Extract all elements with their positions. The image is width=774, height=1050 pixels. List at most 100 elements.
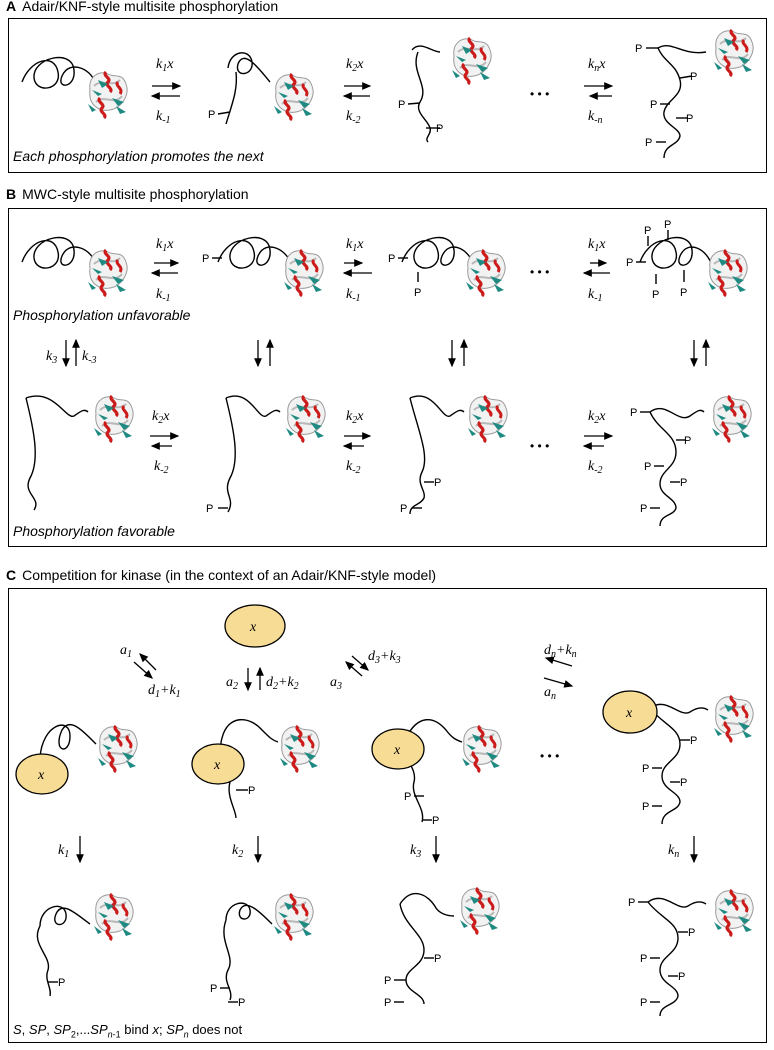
svg-text:P: P [684, 435, 691, 447]
svg-text:P: P [384, 975, 391, 987]
svg-text:dn+kn: dn+kn [544, 643, 577, 660]
panel-b-caption-bottom: Phosphorylation favorable [13, 523, 175, 539]
svg-text:P: P [645, 137, 652, 149]
panel-b-vertical-arrows [62, 338, 710, 368]
kinase-bound [15, 690, 658, 795]
panel-c-caption: S, SP, SP2,...SPn-1 bind x; SPn does not [13, 1022, 243, 1040]
svg-text:P: P [686, 113, 693, 125]
protein-icon [712, 694, 755, 744]
svg-text:P: P [208, 109, 215, 121]
panel-c-catalysis-arrows [76, 836, 698, 864]
protein-icon [92, 394, 135, 444]
ellipsis-a: • • • [530, 87, 549, 101]
svg-text:P: P [58, 977, 65, 989]
panel-a-arrows [150, 82, 614, 100]
protein-icon [460, 724, 503, 774]
svg-text:x: x [37, 768, 45, 783]
svg-text:• • •: • • • [530, 265, 549, 279]
svg-text:P: P [248, 785, 255, 797]
rate-k-3: k-3 [82, 349, 97, 366]
protein-icon [712, 28, 755, 78]
kinase-free [224, 604, 286, 648]
protein-icon [282, 248, 325, 298]
svg-text:P: P [680, 777, 687, 789]
panel-b-caption-top: Phosphorylation unfavorable [13, 307, 191, 323]
svg-text:d2+k2: d2+k2 [266, 675, 299, 692]
svg-text:k2x: k2x [346, 409, 364, 426]
svg-text:P: P [202, 253, 209, 265]
svg-text:k-2: k-2 [588, 459, 603, 476]
panel-c-binding-arrows [133, 653, 574, 692]
protein-icon [466, 394, 509, 444]
svg-text:• • •: • • • [540, 749, 559, 763]
svg-text:P: P [626, 257, 633, 269]
svg-text:P: P [640, 503, 647, 515]
protein-icon [458, 886, 501, 936]
svg-text:k1x: k1x [346, 237, 364, 254]
svg-text:k-2: k-2 [346, 459, 361, 476]
svg-text:k-1: k-1 [156, 287, 171, 304]
svg-text:P: P [680, 287, 687, 299]
svg-text:P: P [628, 897, 635, 909]
panel-b-bottom-states [25, 395, 705, 527]
protein-icon [272, 892, 315, 942]
svg-text:k2x: k2x [588, 409, 606, 426]
svg-text:P: P [642, 763, 649, 775]
protein-icon [706, 248, 749, 298]
protein-icon [710, 394, 753, 444]
svg-text:P: P [434, 953, 441, 965]
svg-text:k1: k1 [58, 843, 69, 860]
svg-text:k-1: k-1 [588, 287, 603, 304]
protein-icon [86, 248, 129, 298]
svg-text:x: x [625, 706, 633, 721]
panel-c-product-states [36, 892, 707, 1017]
svg-text:• • •: • • • [530, 439, 549, 453]
svg-text:P: P [680, 477, 687, 489]
svg-text:P: P [652, 289, 659, 301]
svg-text:P: P [644, 225, 651, 237]
svg-text:P: P [678, 971, 685, 983]
svg-text:x: x [393, 743, 401, 758]
svg-text:P: P [690, 71, 697, 83]
svg-text:d1+k1: d1+k1 [148, 683, 181, 700]
rate-forward-2: k2x [346, 57, 364, 74]
svg-text:P: P [664, 219, 671, 231]
phospho-labels-a: P P P P P P P P [208, 43, 697, 149]
svg-text:P: P [640, 953, 647, 965]
panel-b-frame [8, 208, 767, 547]
svg-text:P: P [414, 287, 421, 299]
panel-c-binding-labels: a1 d1+k1 a2 d2+k2 a3 d3+k3 dn+kn an [120, 643, 577, 702]
svg-text:P: P [642, 801, 649, 813]
svg-text:x: x [213, 758, 221, 773]
svg-text:x: x [249, 620, 257, 635]
svg-text:d3+k3: d3+k3 [368, 649, 401, 666]
rate-forward-1: k1x [156, 57, 174, 74]
protein-icon [450, 36, 493, 86]
svg-text:P: P [635, 43, 642, 55]
protein-icon [96, 724, 139, 774]
panel-a-states [21, 45, 707, 159]
svg-text:P: P [644, 461, 651, 473]
svg-text:k1x: k1x [156, 237, 174, 254]
svg-text:P: P [400, 503, 407, 515]
rate-k3: k3 [46, 349, 57, 366]
svg-text:a2: a2 [226, 675, 238, 692]
svg-text:P: P [436, 123, 443, 135]
svg-text:P: P [404, 791, 411, 803]
svg-text:P: P [434, 477, 441, 489]
panel-c-frame [8, 588, 767, 1043]
svg-text:P: P [210, 983, 217, 995]
protein-icon [284, 394, 327, 444]
svg-text:k-2: k-2 [154, 459, 169, 476]
svg-text:P: P [690, 735, 697, 747]
svg-text:P: P [640, 997, 647, 1009]
rate-reverse-1: k-1 [156, 109, 171, 126]
svg-text:k1x: k1x [588, 237, 606, 254]
svg-text:kn: kn [668, 843, 679, 860]
svg-text:k-1: k-1 [346, 287, 361, 304]
svg-text:P: P [384, 997, 391, 1009]
svg-text:a3: a3 [330, 675, 342, 692]
rate-reverse-n: k-n [588, 109, 603, 126]
